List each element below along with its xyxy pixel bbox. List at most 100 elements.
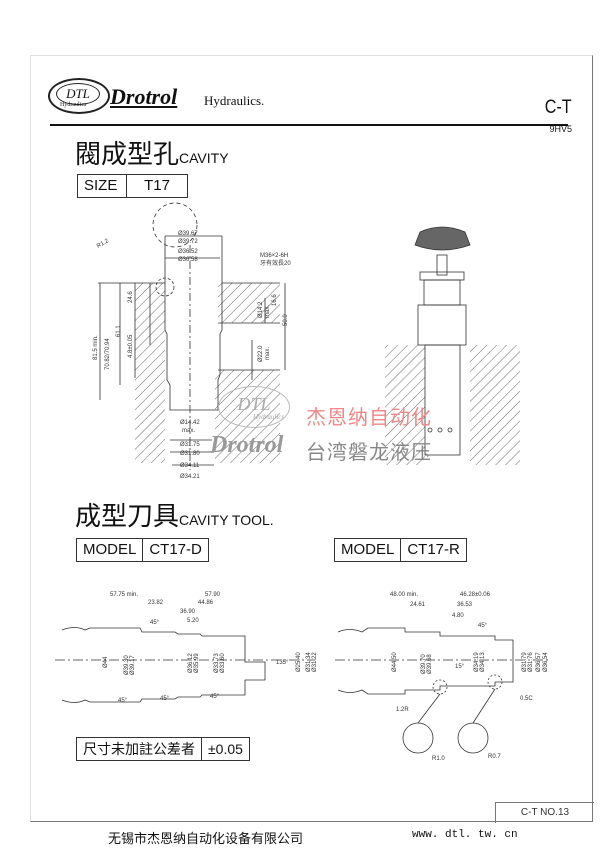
logo-text: DTL [56, 83, 100, 105]
dim-label: Ø33.60 [220, 653, 226, 673]
dim-label: Ø34.11 [180, 463, 200, 469]
dim-label: Ø39.30 [124, 655, 130, 675]
dim-label: Ø39.68 [427, 654, 433, 674]
dim-label: 4.80 [452, 613, 464, 619]
dim-label: Ø31.22 [312, 652, 318, 672]
dim-label: Ø39.72 [178, 239, 198, 245]
dim-label: max. [265, 347, 271, 360]
right-model-value: CT17-R [407, 541, 460, 558]
dtl-logo: DTL Hydraulics [48, 78, 110, 114]
cavity-dimension-labels: Ø39.67 Ø39.72 Ø36.52 Ø36.58 M36×2-6H 牙有效… [93, 231, 291, 480]
dim-label: Ø25.40 [296, 652, 302, 672]
dim-label: Ø34.21 [180, 474, 200, 480]
dim-label: Ø36.12 [188, 653, 194, 673]
dim-label: M36×2-6H [260, 253, 288, 259]
logo-subtext: Hydraulics [60, 102, 87, 108]
model-label: MODEL [335, 539, 402, 561]
dim-label: 23.82 [148, 600, 164, 606]
dim-label: Ø31.75 [180, 442, 200, 448]
brand-name: Drotrol [110, 84, 178, 109]
dim-label: Ø22.0 [258, 345, 264, 362]
valve-illustration [385, 226, 520, 465]
dim-label: 50.0 [283, 314, 289, 326]
tool-ct17-r-labels: 48.00 min. 46.28±0.06 24.61 36.53 4.80 4… [390, 592, 549, 762]
dim-label: 45° [150, 620, 160, 626]
dim-label: 70.82/70.94 [105, 338, 111, 370]
tolerance-value: ±0.05 [208, 741, 243, 757]
cavity-title-cn: 閥成型孔 [75, 140, 180, 170]
dim-label: Ø44 [103, 656, 109, 668]
dim-label: 5.20 [187, 618, 199, 624]
brand-suffix: Hydraulics. [204, 93, 265, 108]
dim-label: Ø39.17 [130, 655, 136, 675]
dim-label: max. [182, 428, 195, 434]
doc-subcode: 9HV5 [549, 124, 572, 134]
dim-label: 57.90 [205, 592, 221, 598]
dim-label: 牙有效長20 [260, 259, 291, 267]
tool-ct17-r-drawing [335, 627, 550, 754]
dim-label: 1.2R [396, 707, 409, 713]
dim-label: Ø44.50 [392, 652, 398, 672]
dim-label: 16.6 [272, 294, 278, 306]
dim-label: Ø36.52 [178, 249, 198, 255]
dim-label: 46.28±0.06 [460, 592, 491, 598]
dim-label: Ø31.80 [180, 451, 200, 457]
dim-label: Ø14.42 [180, 420, 200, 426]
left-model-value: CT17-D [149, 541, 202, 558]
left-model-box: MODEL CT17-D [76, 538, 209, 562]
dim-label: 45° [478, 623, 488, 629]
tool-heading: 成型刀具CAVITY TOOL. [75, 496, 274, 533]
dim-label: Ø34.19 [474, 652, 480, 672]
dim-label: Ø31.76 [528, 652, 534, 672]
dim-label: Ø35.99 [194, 653, 200, 673]
dim-label: R1.2 [96, 238, 111, 250]
dim-label: 45° [118, 698, 128, 704]
dim-label: 36.53 [457, 602, 473, 608]
watermark-logo-subtext: Hydraulics [253, 413, 285, 421]
dim-label: 135° [276, 660, 289, 666]
dim-label: 61.1 [116, 325, 122, 337]
cavity-heading: 閥成型孔CAVITY [75, 134, 229, 171]
model-label: MODEL [77, 539, 144, 561]
tool-ct17-d-labels: 57.75 min. 57.90 23.82 44.86 36.90 5.20 … [103, 592, 318, 704]
dim-label: 24.61 [410, 602, 426, 608]
dim-label: 0.5C [520, 696, 533, 702]
watermark-cn-line1: 杰恩纳自动化 [306, 407, 432, 429]
footer-url[interactable]: www. dtl. tw. cn [412, 829, 518, 841]
dim-label: R1.0 [432, 756, 445, 762]
dim-label: Ø36.54 [543, 652, 549, 672]
doc-code: C-T [545, 97, 572, 118]
dim-label: 45° [160, 696, 170, 702]
dim-label: Ø36.57 [536, 652, 542, 672]
tolerance-label: 尺寸未加註公差者 [77, 738, 202, 760]
dim-label: 81.5 min. [93, 335, 99, 360]
dim-label: 4.8±0.05 [128, 334, 134, 358]
tool-title-cn: 成型刀具 [75, 502, 180, 532]
page-number: C-T NO.13 [495, 802, 594, 823]
watermark-cn-line2: 台湾磐龙液压 [306, 442, 432, 464]
page-frame [30, 55, 593, 822]
dim-label: R0.7 [488, 754, 501, 760]
dim-label: 15° [455, 664, 465, 670]
watermark-brand: Drotrol [210, 432, 284, 458]
dim-label: 24.6 [128, 291, 134, 303]
size-label: SIZE [78, 175, 127, 197]
watermark-logo: DTL Hydraulics [218, 386, 290, 428]
dim-label: 44.86 [198, 600, 214, 606]
size-value: T17 [144, 177, 170, 194]
dim-label: Ø14.2 [258, 301, 264, 318]
dim-label: Ø39.70 [421, 654, 427, 674]
tolerance-box: 尺寸未加註公差者 ±0.05 [76, 737, 250, 761]
header-rule [50, 124, 568, 126]
dim-label: Ø31.79 [522, 652, 528, 672]
dim-label: Ø34.13 [480, 652, 486, 672]
dim-label: 57.75 min. [110, 592, 138, 598]
tool-title-en: CAVITY TOOL. [179, 512, 274, 528]
dim-label: Ø31.34 [306, 652, 312, 672]
dim-label: 48.00 min. [390, 592, 418, 598]
dim-label: Ø36.58 [178, 257, 198, 263]
tool-ct17-d-drawing [55, 627, 315, 703]
dim-label: Ø33.73 [214, 653, 220, 673]
cavity-title-en: CAVITY [179, 150, 229, 166]
